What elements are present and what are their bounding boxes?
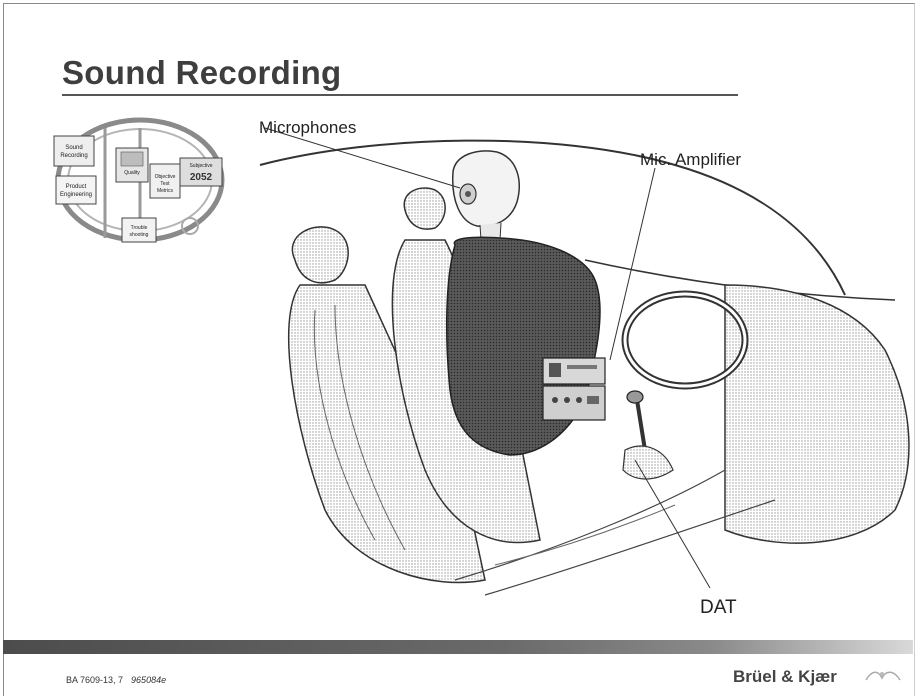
svg-text:Test: Test [160, 181, 170, 187]
doc-code: BA 7609-13, 7 [66, 675, 123, 685]
box-product-engineering: Product Engineering [56, 176, 96, 204]
process-cycle-diagram: Sound Recording Product Engineering Qual… [40, 108, 230, 258]
svg-text:2052: 2052 [190, 172, 213, 183]
box-sound-recording: Sound Recording [54, 136, 94, 166]
footer-bar [3, 640, 913, 654]
svg-text:Trouble: Trouble [131, 225, 148, 231]
slide-title: Sound Recording [62, 54, 342, 92]
svg-text:Engineering: Engineering [60, 192, 92, 198]
title-underline [62, 94, 738, 96]
svg-text:Subjective: Subjective [189, 163, 212, 169]
box-sound-quality-programme: Quality [116, 148, 148, 182]
svg-text:Metrics: Metrics [157, 188, 174, 194]
callout-dat: DAT [700, 597, 737, 619]
callout-mic-amplifier: Mic. Amplifier [640, 150, 741, 170]
svg-text:Quality: Quality [124, 170, 140, 176]
box-objective-test-metrics: Objective Test Metrics [150, 164, 180, 198]
svg-text:shooting: shooting [130, 232, 149, 238]
box-subjective-tests: Subjective 2052 [180, 158, 222, 186]
svg-text:Objective: Objective [155, 174, 176, 180]
footer-doc-code: BA 7609-13, 7 965084e [66, 675, 166, 685]
doc-number: 965084e [131, 675, 166, 685]
car-interior-illustration [255, 110, 915, 630]
svg-text:Product: Product [66, 184, 87, 190]
svg-text:Recording: Recording [60, 153, 87, 159]
svg-text:Sound: Sound [65, 145, 82, 151]
box-trouble-shooting: Trouble shooting [122, 218, 156, 242]
brand-logo-text: Brüel & Kjær [733, 667, 837, 687]
brand-mark-icon [864, 668, 904, 684]
callout-microphones: Microphones [259, 118, 356, 138]
